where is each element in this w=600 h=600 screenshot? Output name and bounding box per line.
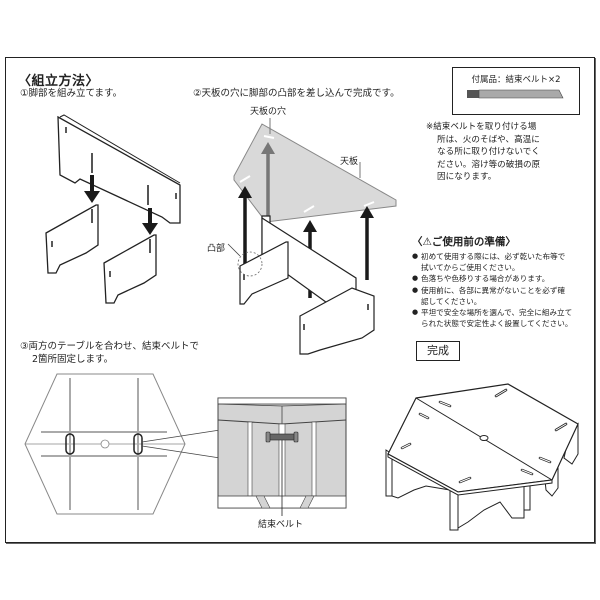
section-title: 〈組立方法〉 — [18, 74, 100, 89]
preparation-item-line: られた状態で安定性よく設置してください。 — [421, 319, 573, 329]
accessory-title: 付属品：結束ベルト×2 — [471, 75, 561, 85]
preparation-item-line: 平坦で安全な場所を選んで、完全に組み立て — [421, 308, 573, 318]
accessory-box: 付属品：結束ベルト×2 — [452, 67, 580, 115]
step-3-text: ③両方のテーブルを合わせ、結束ベルトで 2箇所固定します。 — [20, 341, 199, 366]
step-1-leg-assembly-illustration — [45, 114, 181, 304]
step-1-text: ①脚部を組み立てます。 — [20, 88, 123, 99]
step-3-line-1: ③両方のテーブルを合わせ、結束ベルトで — [20, 341, 199, 352]
step-2-text: ②天板の穴に脚部の凸部を差し込んで完成です。 — [193, 88, 400, 99]
step-3-hexagon-top-view — [24, 373, 221, 515]
preparation-item-line: 拭いてからご使用ください。 — [421, 263, 520, 273]
preparation-item: 平坦で安全な場所を選んで、完全に組み立て られた状態で安定性よく設置してください… — [412, 307, 592, 329]
note-line: 因になります。 — [437, 172, 497, 182]
preparation-item-line: 初めて使用する際には、必ず乾いた布等で — [421, 252, 566, 261]
label-tabletop: 天板 — [340, 157, 359, 167]
preparation-item: 使用前に、各部に異常がないことを必ず確 認してください。 — [412, 285, 592, 307]
note-line: 所は、火のそばや、高温に — [437, 134, 540, 145]
preparation-item: 色落ちや色移りする場合があります。 — [412, 273, 592, 284]
preparation-list: 初めて使用する際には、必ず乾いた布等で 拭いてからご使用ください。 色落ちや色移… — [412, 251, 592, 329]
step-3-line-2: 2箇所固定します。 — [32, 353, 114, 365]
preparation-title: 〈⚠ご使用前の準備〉 — [412, 236, 516, 248]
belt-caution-note: ※結束ベルトを取り付ける場 所は、火のそばや、高温に なる所に取り付けないでく … — [426, 121, 584, 184]
label-cable-tie-belt: 結束ベルト — [258, 520, 304, 530]
note-line: なる所に取り付けないでく — [437, 147, 540, 157]
preparation-item-line: 色落ちや色移りする場合があります。 — [421, 274, 550, 284]
preparation-item: 初めて使用する際には、必ず乾いた布等で 拭いてからご使用ください。 — [412, 251, 592, 273]
note-line: ださい。溶け等の破損の原 — [437, 159, 541, 170]
label-tabletop-hole: 天板の穴 — [250, 107, 287, 117]
step-2-tabletop-assembly-illustration — [227, 118, 397, 355]
preparation-item-line: 使用前に、各部に異常がないことを必ず確 — [421, 285, 566, 295]
cable-tie-belt-icon — [467, 89, 564, 99]
step-3-belt-detail-view — [217, 397, 347, 516]
completed-label: 完成 — [416, 341, 460, 361]
completed-table-illustration — [385, 383, 579, 531]
note-line: ※結束ベルトを取り付ける場 — [426, 122, 537, 132]
preparation-item-line: 認してください。 — [421, 296, 482, 306]
label-protrusion: 凸部 — [207, 244, 226, 254]
